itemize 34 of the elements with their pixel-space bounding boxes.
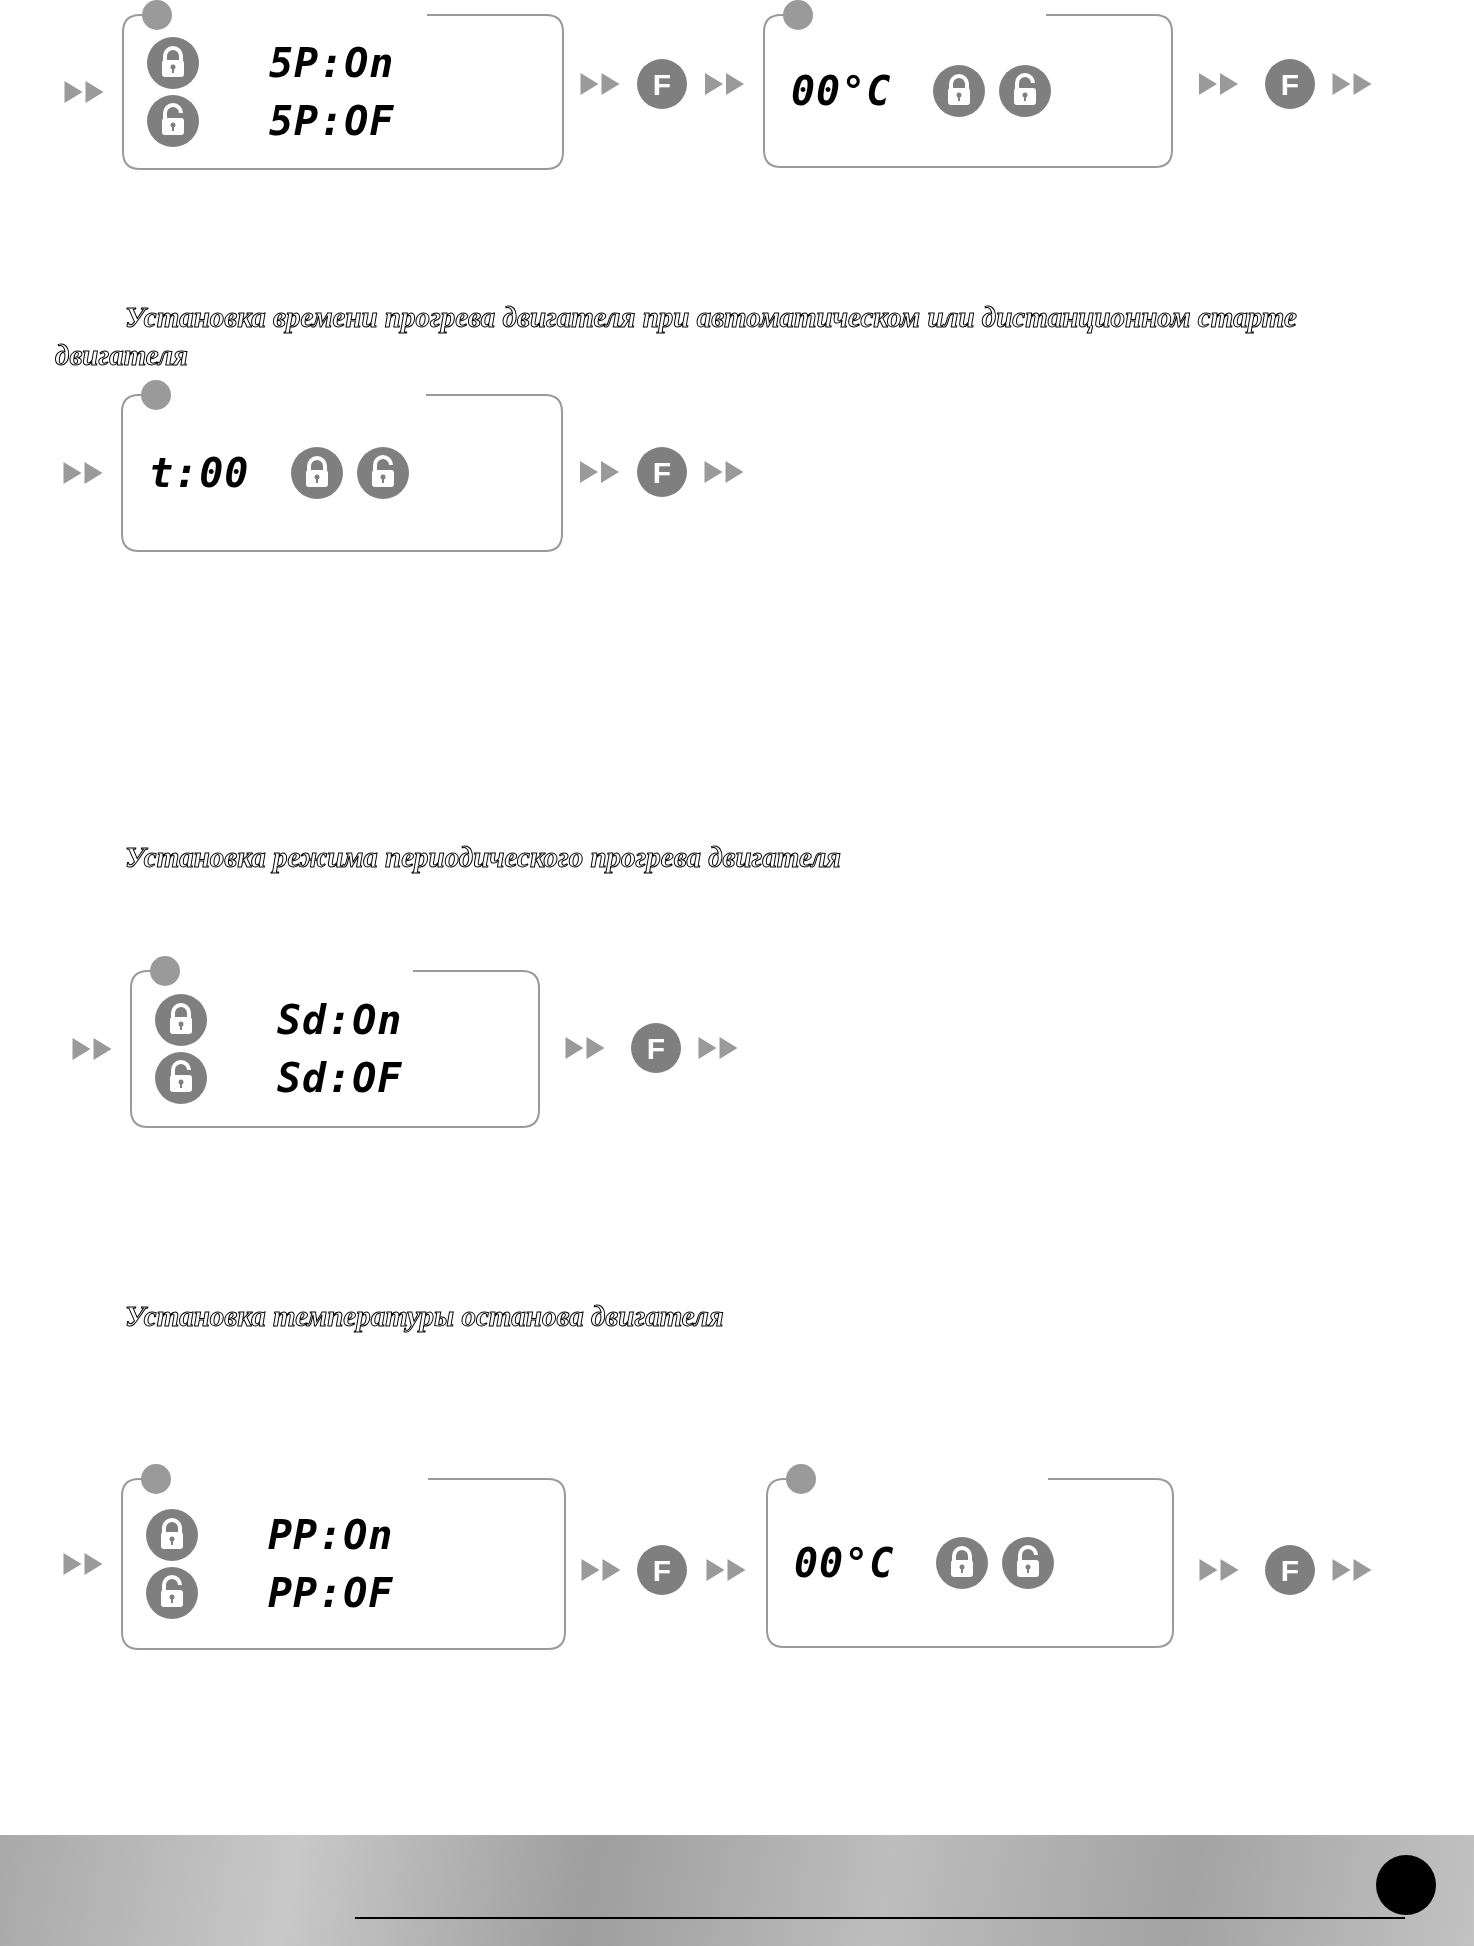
double-chevron-arrow: [565, 1037, 605, 1059]
function-key-button: F: [637, 59, 687, 109]
function-key-button: F: [637, 447, 687, 497]
double-chevron-arrow: [704, 461, 744, 483]
double-chevron-arrow: [581, 1559, 621, 1581]
double-chevron-arrow: [1332, 1559, 1372, 1581]
lcd-readout: 5P:OF: [269, 99, 395, 143]
lcd-readout: Sd:On: [277, 998, 403, 1042]
function-key-button: F: [1265, 1545, 1315, 1595]
lcd-readout: PP:OF: [268, 1571, 394, 1615]
double-chevron-arrow: [63, 1553, 103, 1575]
double-chevron-arrow: [64, 81, 104, 103]
double-chevron-arrow: [63, 462, 103, 484]
function-key-button: F: [1265, 59, 1315, 109]
lcd-readout: PP:On: [268, 1513, 394, 1557]
lcd-readout: 5P:On: [269, 41, 395, 85]
lcd-readout: Sd:OF: [277, 1056, 403, 1100]
double-chevron-arrow: [698, 1037, 738, 1059]
double-chevron-arrow: [72, 1038, 112, 1060]
function-key-button: F: [637, 1545, 687, 1595]
double-chevron-arrow: [1332, 73, 1372, 95]
double-chevron-arrow: [706, 1559, 746, 1581]
lcd-readout: t:00: [149, 451, 250, 495]
lcd-readout: 00°C: [794, 1541, 895, 1585]
lcd-readout: 00°C: [791, 69, 892, 113]
section-heading: Установка режима периодического прогрева двигателя: [124, 840, 842, 876]
double-chevron-arrow: [580, 73, 620, 95]
double-chevron-arrow: [705, 73, 744, 95]
section-heading: Установка времени прогрева двигателя при автоматическом или дистанционном старте двигателя: [55, 300, 1298, 373]
double-chevron-arrow: [1199, 73, 1238, 95]
function-key-button: F: [631, 1023, 681, 1073]
section-heading: Установка температуры останова двигателя: [124, 1299, 725, 1335]
double-chevron-arrow: [1199, 1559, 1239, 1581]
double-chevron-arrow: [580, 461, 619, 483]
